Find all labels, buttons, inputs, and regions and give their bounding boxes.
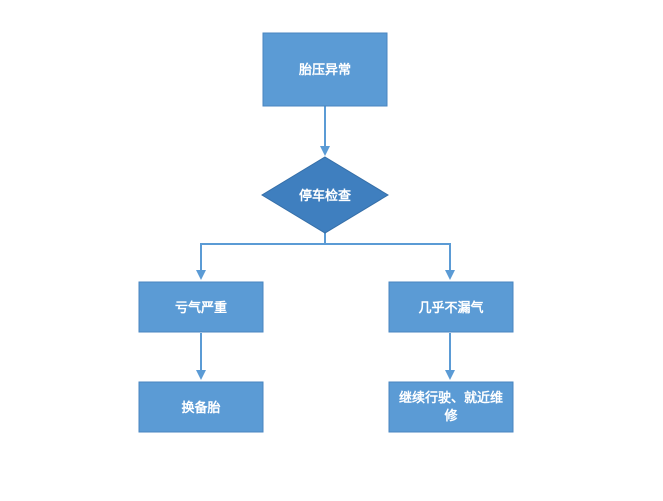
connectors — [196, 106, 455, 380]
node-right-result-label-line1: 继续行驶、就近维 — [399, 390, 503, 406]
node-left-branch: 亏气严重 — [138, 281, 264, 333]
node-start: 胎压异常 — [262, 32, 388, 107]
node-left-branch-label: 亏气严重 — [175, 300, 227, 316]
node-left-branch-box — [138, 281, 264, 333]
node-decision-label: 停车检查 — [299, 188, 352, 204]
node-left-result-label: 换备胎 — [181, 400, 220, 416]
node-start-box — [262, 32, 388, 107]
edge-decision-to-right-branch — [325, 243, 455, 280]
edge-decision-to-left-branch — [196, 232, 326, 280]
node-right-result: 继续行驶、就近维 修 — [388, 381, 514, 433]
node-left-result: 换备胎 — [138, 381, 264, 433]
node-start-label: 胎压异常 — [299, 62, 351, 78]
node-right-branch: 几乎不漏气 — [388, 281, 514, 333]
node-right-result-label-line2: 修 — [443, 408, 458, 424]
node-left-result-box — [138, 381, 264, 433]
node-right-result-box — [388, 381, 514, 433]
node-right-branch-label: 几乎不漏气 — [418, 300, 483, 316]
node-decision: 停车检查 — [261, 156, 389, 234]
node-right-branch-box — [388, 281, 514, 333]
node-decision-shape — [261, 156, 389, 234]
